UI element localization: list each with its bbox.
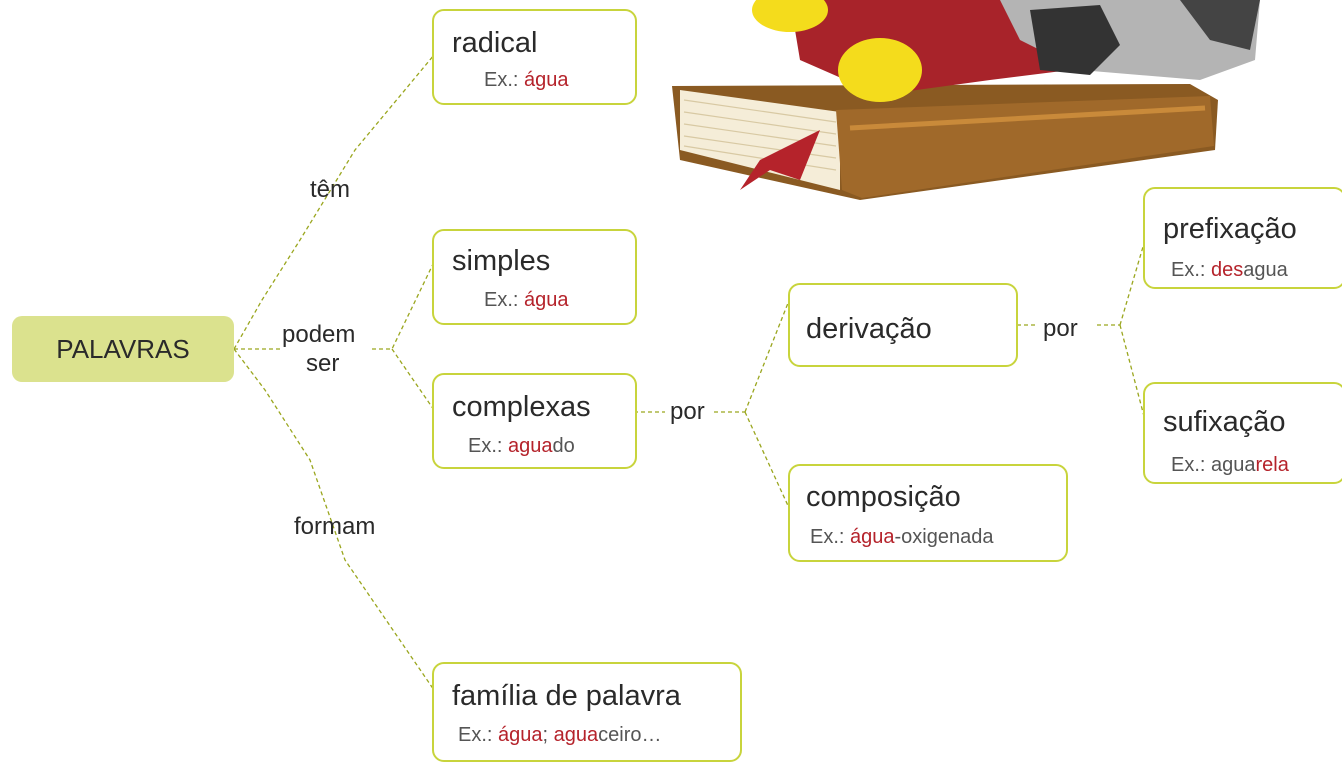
example-label: Ex.: (458, 724, 499, 746)
example-label: Ex.: (810, 526, 851, 548)
node-radical: radical Ex.: água (432, 9, 637, 105)
node-title: prefixação (1163, 213, 1297, 245)
node-complexas: complexas Ex.: aguado (432, 373, 637, 469)
example-label: Ex.: (484, 289, 525, 311)
line-complexas (391, 348, 435, 411)
node-derivacao: derivação (788, 283, 1018, 367)
example-label: Ex.: (1171, 454, 1212, 476)
example-text: agua (1243, 259, 1288, 281)
connector-podem: podem (282, 321, 356, 348)
node-example: Ex.: aguado (468, 435, 575, 458)
line-formam (233, 348, 435, 691)
node-title: família de palavra (452, 680, 681, 712)
node-title: composição (806, 481, 961, 513)
example-highlight: agua (508, 435, 553, 457)
example-text: ; (542, 724, 554, 746)
node-title: complexas (452, 391, 591, 423)
example-highlight: água (524, 289, 569, 311)
node-example: Ex.: água; aguaceiro… (458, 724, 662, 747)
example-label: Ex.: (468, 435, 509, 457)
line-prefixacao (1119, 239, 1146, 326)
node-composicao: composição Ex.: água-oxigenada (788, 464, 1068, 562)
line-sufixacao (1119, 324, 1146, 421)
example-highlight: água (850, 526, 895, 548)
example-label: Ex.: (1171, 259, 1212, 281)
node-sufixacao: sufixação Ex.: aguarela (1143, 382, 1342, 484)
node-title: radical (452, 27, 538, 59)
example-highlight: água (498, 724, 543, 746)
example-text: do (552, 435, 575, 457)
node-title: derivação (806, 313, 932, 345)
example-highlight: água (524, 69, 569, 91)
connector-ser: ser (306, 350, 340, 377)
line-composicao (744, 411, 791, 511)
example-text: agua (1211, 454, 1256, 476)
node-example: Ex.: desagua (1171, 259, 1288, 282)
root-label: PALAVRAS (56, 333, 190, 364)
example-highlight: des (1211, 259, 1244, 281)
example-text: -oxigenada (894, 526, 994, 548)
example-highlight: agua (553, 724, 599, 746)
node-prefixacao: prefixação Ex.: desagua (1143, 187, 1342, 289)
node-example: Ex.: aguarela (1171, 454, 1289, 477)
node-example: Ex.: água-oxigenada (810, 526, 993, 549)
connector-por-complexas: por (670, 398, 705, 425)
node-example: Ex.: água (484, 289, 569, 312)
line-simples (372, 261, 435, 350)
node-familia-de-palavra: família de palavra Ex.: água; aguaceiro… (432, 662, 742, 762)
connector-tem: têm (310, 176, 351, 203)
mascot-reading-book-icon (672, 0, 1260, 200)
node-title: sufixação (1163, 406, 1286, 438)
example-label: Ex.: (484, 69, 525, 91)
connector-por-derivacao: por (1043, 315, 1078, 342)
node-example: Ex.: água (484, 69, 569, 92)
example-highlight: rela (1255, 454, 1289, 476)
line-derivacao (744, 297, 791, 413)
example-text: ceiro… (598, 724, 662, 746)
node-title: simples (452, 245, 551, 277)
node-simples: simples Ex.: água (432, 229, 637, 325)
root-node-palavras: PALAVRAS (12, 316, 234, 382)
line-tem (233, 54, 435, 350)
connector-formam: formam (294, 513, 376, 540)
